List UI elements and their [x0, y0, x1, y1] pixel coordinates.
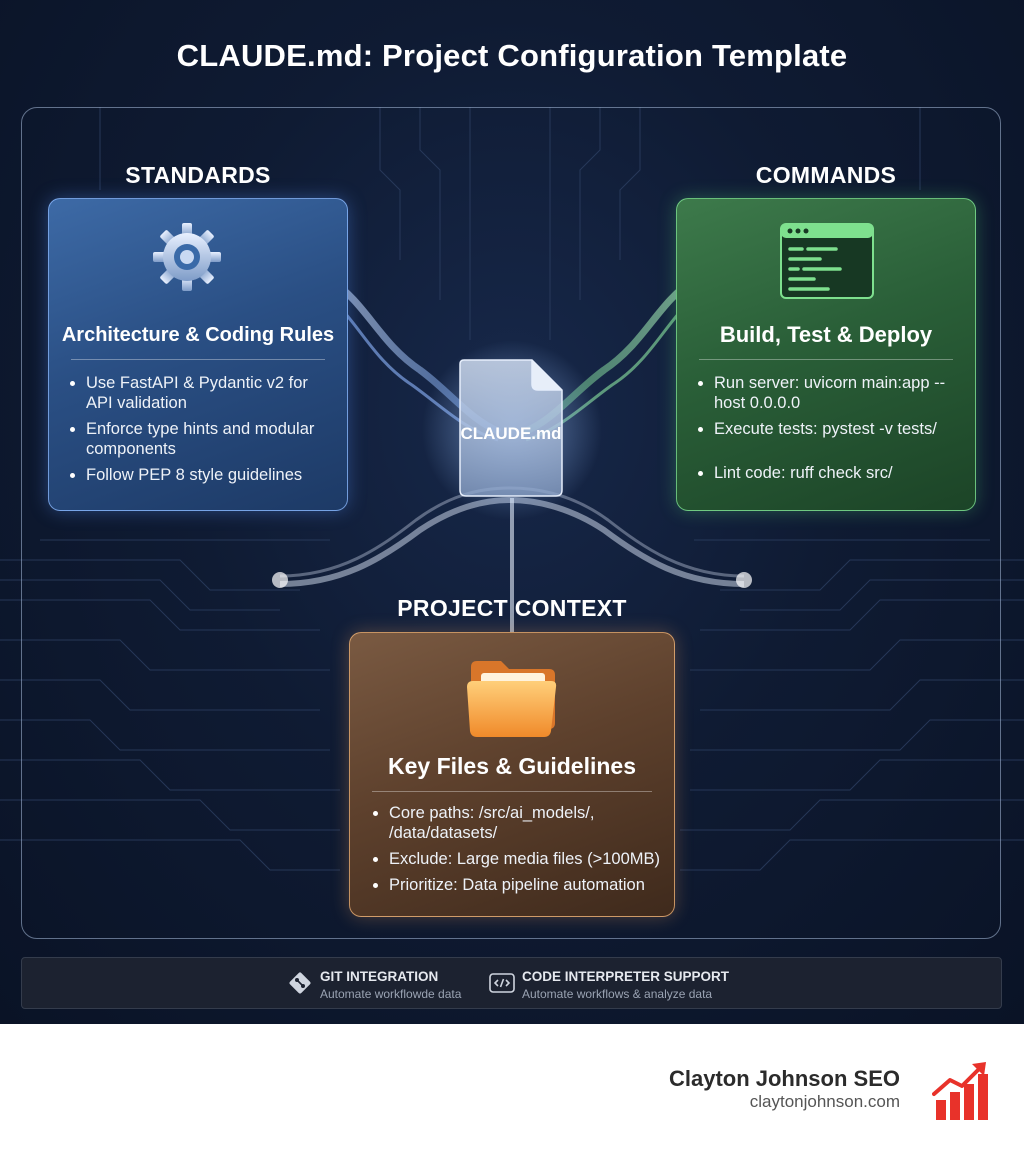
feature-subtitle: Automate workflowde data	[320, 987, 462, 1001]
commands-list: Run server: uvicorn main:app --host 0.0.…	[695, 373, 965, 489]
feature-title: GIT INTEGRATION	[320, 969, 439, 984]
commands-divider	[699, 359, 953, 360]
page-title: CLAUDE.md: Project Configuration Templat…	[176, 38, 848, 73]
project-context-card-title: Key Files & Guidelines	[388, 753, 636, 779]
terminal-icon	[780, 223, 874, 299]
git-icon	[289, 972, 311, 994]
list-item: Core paths: /src/ai_models/, /data/datas…	[370, 803, 660, 843]
document-label: CLAUDE.md	[460, 424, 562, 443]
chart-growth-icon	[932, 1062, 988, 1120]
list-item: Exclude: Large media files (>100MB)	[370, 849, 660, 869]
brand-url: claytonjohnson.com	[749, 1092, 900, 1111]
feature-title: CODE INTERPRETER SUPPORT	[522, 969, 730, 984]
list-item: Prioritize: Data pipeline automation	[370, 875, 660, 895]
project-context-label: PROJECT CONTEXT	[397, 595, 627, 621]
project-context-card: Key Files & Guidelines Core paths: /src/…	[349, 632, 675, 917]
standards-card-title: Architecture & Coding Rules	[61, 324, 335, 346]
standards-divider	[71, 359, 325, 360]
commands-card-title: Build, Test & Deploy	[719, 322, 933, 347]
code-icon	[489, 973, 515, 993]
standards-label: STANDARDS	[125, 162, 271, 188]
standards-card: Architecture & Coding Rules Use FastAPI …	[48, 198, 348, 511]
list-item: Lint code: ruff check src/	[695, 463, 965, 483]
feature-subtitle: Automate workflows & analyze data	[522, 987, 713, 1001]
list-item: Enforce type hints and modular component…	[67, 419, 337, 459]
folder-icon	[467, 661, 557, 737]
feature-bar: GIT INTEGRATION Automate workflowde data…	[21, 957, 1002, 1009]
brand-name: Clayton Johnson SEO	[668, 1066, 900, 1091]
gear-icon	[153, 223, 221, 291]
document-icon	[459, 359, 563, 497]
list-item: Execute tests: pystest -v tests/	[695, 419, 965, 439]
commands-label: COMMANDS	[755, 162, 897, 188]
list-item: Use FastAPI & Pydantic v2 for API valida…	[67, 373, 337, 413]
commands-card: Build, Test & Deploy Run server: uvicorn…	[676, 198, 976, 511]
project-context-list: Core paths: /src/ai_models/, /data/datas…	[370, 803, 660, 901]
diagram-frame	[21, 107, 1001, 939]
list-item: Run server: uvicorn main:app --host 0.0.…	[695, 373, 965, 413]
project-context-divider	[372, 791, 652, 792]
diagram-canvas: CLAUDE.md: Project Configuration Templat…	[0, 0, 1024, 1024]
standards-list: Use FastAPI & Pydantic v2 for API valida…	[67, 373, 337, 491]
list-item: Follow PEP 8 style guidelines	[67, 465, 337, 485]
